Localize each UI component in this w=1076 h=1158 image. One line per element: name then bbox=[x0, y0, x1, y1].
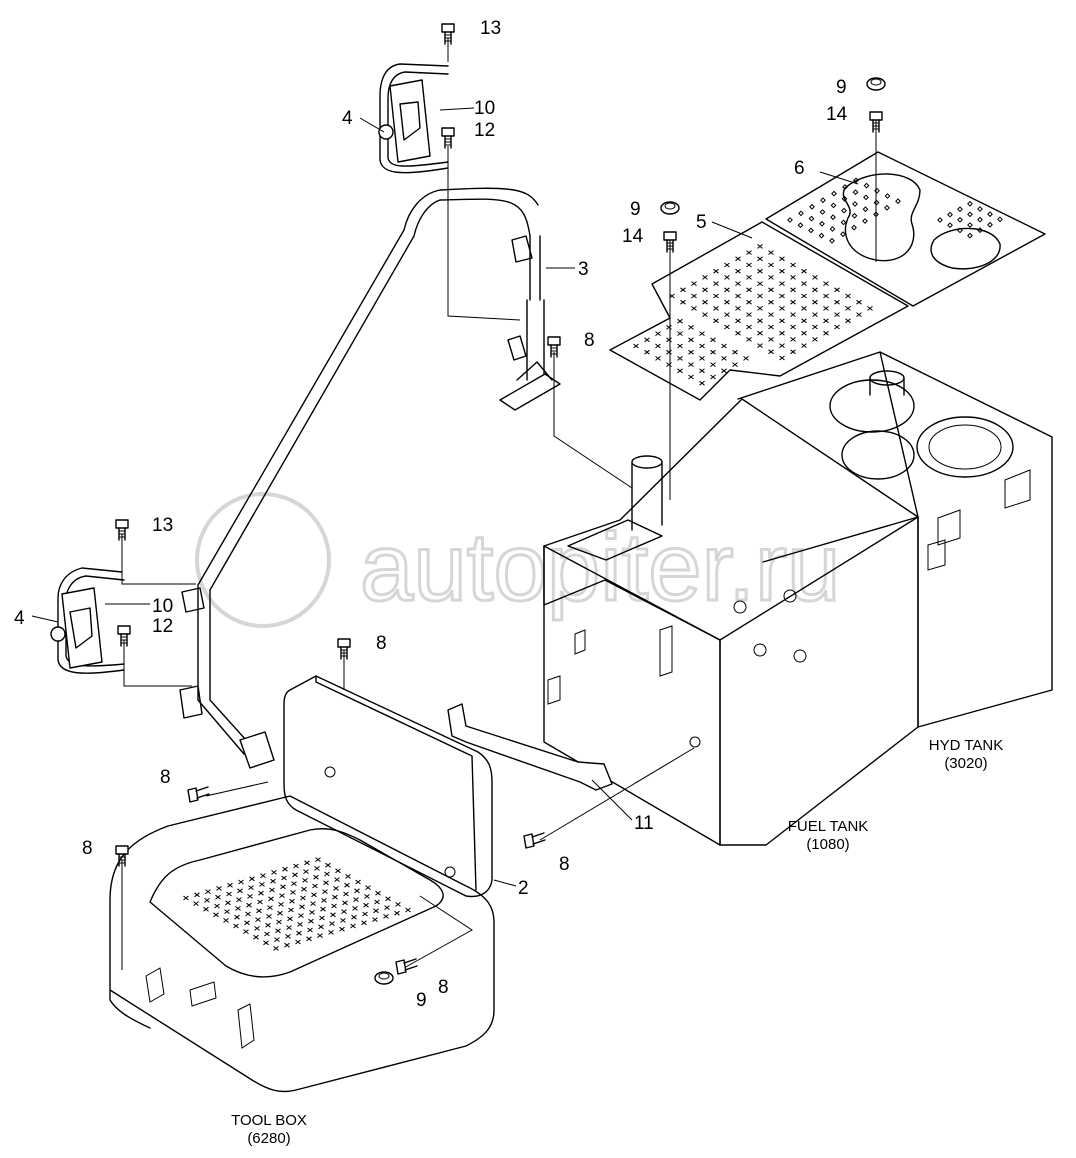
callout-7: 9 bbox=[630, 199, 641, 220]
callout-17: 8 bbox=[160, 767, 171, 788]
callout-19: 8 bbox=[82, 838, 93, 859]
grommet-icon-0 bbox=[866, 77, 886, 91]
mounting-bracket bbox=[447, 703, 613, 791]
plate-5 bbox=[609, 221, 909, 401]
cover-panel bbox=[283, 675, 493, 898]
callout-11: 8 bbox=[584, 330, 595, 351]
tool-box bbox=[109, 795, 495, 1093]
bolt-icon-2 bbox=[869, 111, 883, 133]
grommet-icon-1 bbox=[660, 201, 680, 215]
hyd-tank bbox=[737, 351, 1053, 728]
callout-10: 3 bbox=[578, 259, 589, 280]
plate-6 bbox=[765, 151, 1046, 307]
callout-4: 9 bbox=[836, 77, 847, 98]
mirror-lower bbox=[50, 567, 125, 674]
bolt-icon-4 bbox=[547, 336, 561, 358]
callout-18: 11 bbox=[634, 813, 654, 834]
caption-fuel-tank: FUEL TANK (1080) bbox=[788, 818, 869, 853]
bolt-icon-6 bbox=[117, 625, 131, 647]
watermark-text: autopiter.ru bbox=[360, 514, 840, 621]
grommet-icon-2 bbox=[374, 971, 394, 985]
caption-fuel-tank-name: FUEL TANK bbox=[788, 818, 869, 835]
callout-20: 8 bbox=[559, 854, 570, 875]
bolt-icon-8 bbox=[115, 845, 129, 867]
caption-hyd-tank-name: HYD TANK bbox=[929, 737, 1003, 754]
bolt-icon-5 bbox=[115, 519, 129, 541]
fasteners bbox=[115, 23, 886, 985]
mirror-upper bbox=[378, 63, 449, 174]
bolt-icon-3 bbox=[663, 231, 677, 253]
caption-hyd-tank-code: (3020) bbox=[944, 755, 987, 772]
caption-tool-box-code: (6280) bbox=[247, 1130, 290, 1147]
bolt-side-icon-1 bbox=[523, 832, 546, 849]
callout-21: 2 bbox=[518, 878, 529, 899]
handrail-pole bbox=[179, 187, 561, 769]
caption-fuel-tank-code: (1080) bbox=[806, 836, 849, 853]
bolt-icon-1 bbox=[441, 127, 455, 149]
callout-2: 4 bbox=[342, 108, 353, 129]
callout-1: 10 bbox=[474, 98, 495, 119]
leader-lines bbox=[31, 38, 877, 970]
callout-22: 9 bbox=[416, 990, 427, 1011]
fuel-tank bbox=[543, 398, 919, 846]
callout-5: 14 bbox=[826, 104, 848, 125]
plate-perforation-pattern bbox=[183, 177, 1003, 951]
callout-3: 12 bbox=[474, 120, 495, 141]
bolt-side-icon-0 bbox=[187, 786, 210, 803]
callout-8: 5 bbox=[696, 212, 707, 233]
caption-tool-box: TOOL BOX (6280) bbox=[231, 1112, 307, 1147]
callout-0: 13 bbox=[480, 18, 501, 39]
callout-16: 8 bbox=[376, 633, 387, 654]
callout-13: 10 bbox=[152, 596, 173, 617]
watermark: autopiter.ru bbox=[195, 492, 842, 628]
caption-hyd-tank: HYD TANK (3020) bbox=[929, 737, 1003, 772]
callout-6: 6 bbox=[794, 158, 805, 179]
callout-12: 13 bbox=[152, 515, 173, 536]
bolt-icon-7 bbox=[337, 638, 351, 660]
callout-15: 12 bbox=[152, 616, 173, 637]
caption-tool-box-name: TOOL BOX bbox=[231, 1112, 307, 1129]
callout-23: 8 bbox=[438, 977, 449, 998]
bolt-side-icon-2 bbox=[395, 958, 418, 975]
callout-14: 4 bbox=[14, 608, 25, 629]
callout-9: 14 bbox=[622, 226, 644, 247]
bolt-icon-0 bbox=[441, 23, 455, 45]
